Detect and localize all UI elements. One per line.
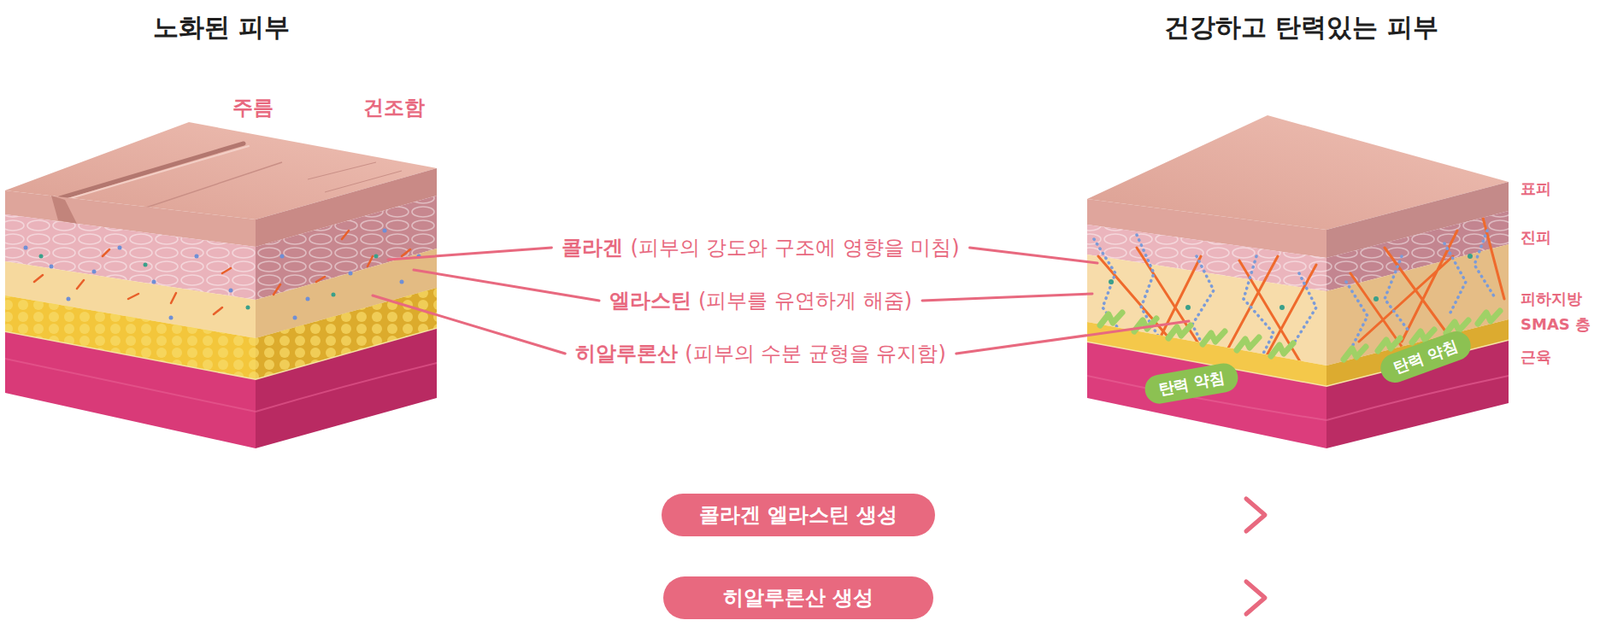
feature-label: 주름 [232,94,274,122]
treatment-pill: 탄력 약침 [1376,327,1475,388]
callout-term: 히알루론산 [575,341,678,366]
callout: 콜라겐(피부의 강도와 구조에 영향을 미침) [561,234,959,262]
layer-label: 진피 [1520,227,1552,248]
node-text: 탄력 약침 [1157,368,1227,398]
treatment-pill: 탄력 약침 [1142,361,1242,407]
callout-description: (피부의 강도와 구조에 영향을 미침) [629,235,959,260]
node-text: 콜라겐 엘라스틴 생성 [699,503,899,528]
callout: 엘라스틴(피부를 유연하게 해줌) [609,287,912,315]
layer-label: SMAS 층 [1520,314,1591,336]
process-pill: 콜라겐 엘라스틴 생성 [661,494,936,537]
callout-description: (피부를 유연하게 해줌) [698,288,912,313]
layer-label: 표피 [1520,178,1552,200]
callout-description: (피부의 수분 균형을 유지함) [684,341,947,366]
callout-term: 엘라스틴 [609,288,692,313]
healthy-skin-cube [1087,115,1509,449]
layer-label: 피하지방 [1520,288,1583,310]
aged-skin-cube [5,122,437,449]
feature-label: 건조함 [363,94,425,122]
callout: 히알루론산(피부의 수분 균형을 유지함) [575,340,947,368]
node-text: 히알루론산 생성 [723,586,874,611]
panel-title: 노화된 피부 [152,10,290,46]
layer-label: 근육 [1520,347,1552,368]
callout-term: 콜라겐 [561,235,624,260]
panel-title: 건강하고 탄력있는 피부 [1164,10,1439,46]
node-text: 탄력 약침 [1390,336,1460,377]
process-pill: 히알루론산 생성 [663,576,934,620]
leader-lines [372,247,1189,354]
